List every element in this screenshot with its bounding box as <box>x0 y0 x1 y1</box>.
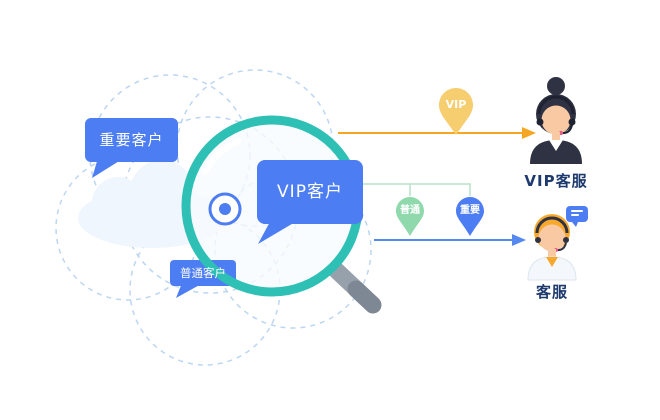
arrow-to-vip-agent <box>338 127 536 139</box>
normal-pin-icon <box>396 197 424 236</box>
arrow-to-normal-agent <box>374 234 526 246</box>
bubble-important-customer <box>85 118 178 178</box>
magnifier-handle <box>327 261 382 314</box>
bubble-vip-customer <box>257 160 363 244</box>
vip-pin-icon <box>439 88 473 135</box>
vip-agent-illustration <box>530 77 582 164</box>
classification-connector <box>363 183 471 196</box>
normal-agent-illustration <box>527 206 588 281</box>
chat-bubble-icon <box>566 206 588 227</box>
lens-highlight <box>202 138 241 175</box>
important-pin-icon <box>456 197 484 236</box>
target-icon <box>208 192 242 226</box>
